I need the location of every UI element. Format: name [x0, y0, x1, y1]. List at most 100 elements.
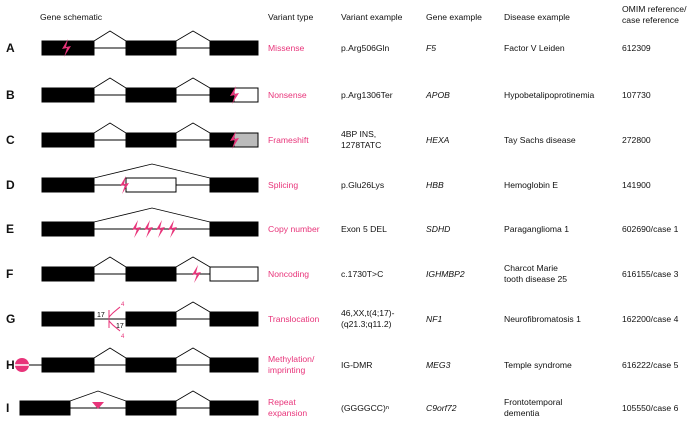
row-f-variant-example: c.1730T>C [341, 268, 384, 279]
row-c-gene-example: HEXA [426, 134, 450, 145]
exon-skip-arc [93, 163, 211, 179]
row-g-omim-reference: 162200/case 4 [622, 313, 679, 324]
row-h-variant-type: Methylation/ [268, 354, 315, 364]
row-f-omim-reference: 616155/case 3 [622, 268, 679, 279]
splice-arc [93, 347, 127, 359]
row-b-gene-example: APOB [426, 89, 450, 100]
header-variant-type: Variant type [268, 12, 314, 22]
row-i-label: I [6, 401, 10, 415]
header-variant-example: Variant example [341, 12, 403, 22]
row-d-disease-example: Hemoglobin E [504, 179, 558, 190]
exon [209, 311, 259, 327]
chromosome-17-label-b: 17 [116, 323, 124, 330]
row-f-disease-example: Charcot Marie [504, 263, 558, 273]
exon [209, 87, 235, 103]
exon [209, 177, 259, 193]
splice-arc [69, 390, 127, 402]
row-c-variant-type: Frameshift [268, 134, 309, 145]
deletion-bolt [156, 220, 165, 238]
row-g-variant-type: Translocation [268, 313, 320, 324]
exon [41, 357, 95, 373]
row-b-schematic [41, 77, 259, 103]
exon [125, 400, 177, 416]
row-a-schematic [41, 30, 259, 56]
row-d-schematic [41, 163, 259, 193]
row-a-variant-example: p.Arg506Gln [341, 42, 390, 53]
row-e-label: E [6, 222, 15, 236]
row-b-variant-example: p.Arg1306Ter [341, 89, 393, 100]
row-c-label: C [6, 133, 15, 147]
splice-arc [93, 256, 127, 268]
row-h-gene-example: MEG3 [426, 359, 451, 370]
exon [125, 132, 177, 148]
exon [41, 221, 95, 237]
header-omim-line2: case reference [622, 15, 679, 25]
exon [41, 87, 95, 103]
skipped-exon [125, 177, 177, 193]
row-b-label: B [6, 88, 15, 102]
row-e-schematic [41, 207, 259, 237]
exon [19, 400, 71, 416]
header-gene-example: Gene example [426, 12, 482, 22]
row-f-disease-example: tooth disease 25 [504, 274, 568, 284]
row-f-schematic [41, 256, 259, 282]
chromosome-17-label-a: 17 [97, 312, 105, 319]
exon [41, 132, 95, 148]
deletion-bolt [144, 220, 153, 238]
exon [125, 87, 177, 103]
exon [125, 311, 177, 327]
splice-arc [175, 30, 211, 42]
chromosome-4-label-b: 4 [121, 334, 125, 340]
splice-arc [175, 122, 211, 134]
gene-schematic-diagram: 17 17 4 4 [15, 30, 259, 416]
variant-bolt [62, 39, 71, 57]
header-gene-schematic: Gene schematic [40, 12, 103, 22]
row-g-disease-example: Neurofibromatosis 1 [504, 313, 581, 324]
row-h-label: H [6, 358, 15, 372]
row-e-gene-example: SDHD [426, 223, 451, 234]
row-d-omim-reference: 141900 [622, 179, 651, 190]
splice-arc [93, 30, 127, 42]
row-b-variant-type: Nonsense [268, 89, 307, 100]
row-g-variant-example: 46,XX,t(4;17)- [341, 308, 395, 318]
splice-arc [93, 77, 127, 89]
row-c-disease-example: Tay Sachs disease [504, 134, 576, 145]
row-a-variant-type: Missense [268, 42, 305, 53]
row-c-variant-example: 4BP INS, [341, 129, 377, 139]
deletion-bolt [168, 220, 177, 238]
exon [209, 357, 259, 373]
translocation-arrow-up [108, 306, 121, 318]
exon [209, 400, 259, 416]
row-f-gene-example: IGHMBP2 [426, 268, 465, 279]
row-h-schematic [15, 347, 259, 373]
row-g-label: G [6, 312, 16, 326]
row-e-disease-example: Paraganglioma 1 [504, 223, 569, 234]
row-d-variant-example: p.Glu26Lys [341, 179, 385, 190]
row-h-disease-example: Temple syndrome [504, 359, 572, 370]
row-e-omim-reference: 602690/case 1 [622, 223, 679, 234]
chromosome-4-label-a: 4 [121, 302, 125, 308]
row-g-gene-example: NF1 [426, 313, 443, 324]
row-i-disease-example: Frontotemporal [504, 397, 563, 407]
variant-bolt [120, 176, 129, 194]
exon [41, 266, 95, 282]
exon [209, 40, 259, 56]
row-i-variant-type: expansion [268, 408, 308, 418]
splice-arc [175, 256, 211, 268]
row-i-schematic [19, 390, 259, 416]
row-i-disease-example: dementia [504, 408, 540, 418]
row-g-variant-example: (q21.3;q11.2) [341, 319, 392, 329]
exon [41, 311, 95, 327]
header-omim-line1: OMIM reference/ [622, 4, 687, 14]
row-c-schematic [41, 122, 259, 148]
variant-bolt [192, 265, 201, 283]
exon [125, 266, 177, 282]
row-c-variant-example: 1278TATC [341, 140, 382, 150]
row-f-variant-type: Noncoding [268, 268, 310, 279]
repeat-expansion-triangle [92, 402, 104, 409]
deletion-arc [93, 207, 211, 223]
translocation-arrow-down [108, 320, 121, 332]
splice-arc [175, 390, 211, 402]
variant-bolt [230, 86, 239, 104]
untranslated-exon [209, 266, 259, 282]
